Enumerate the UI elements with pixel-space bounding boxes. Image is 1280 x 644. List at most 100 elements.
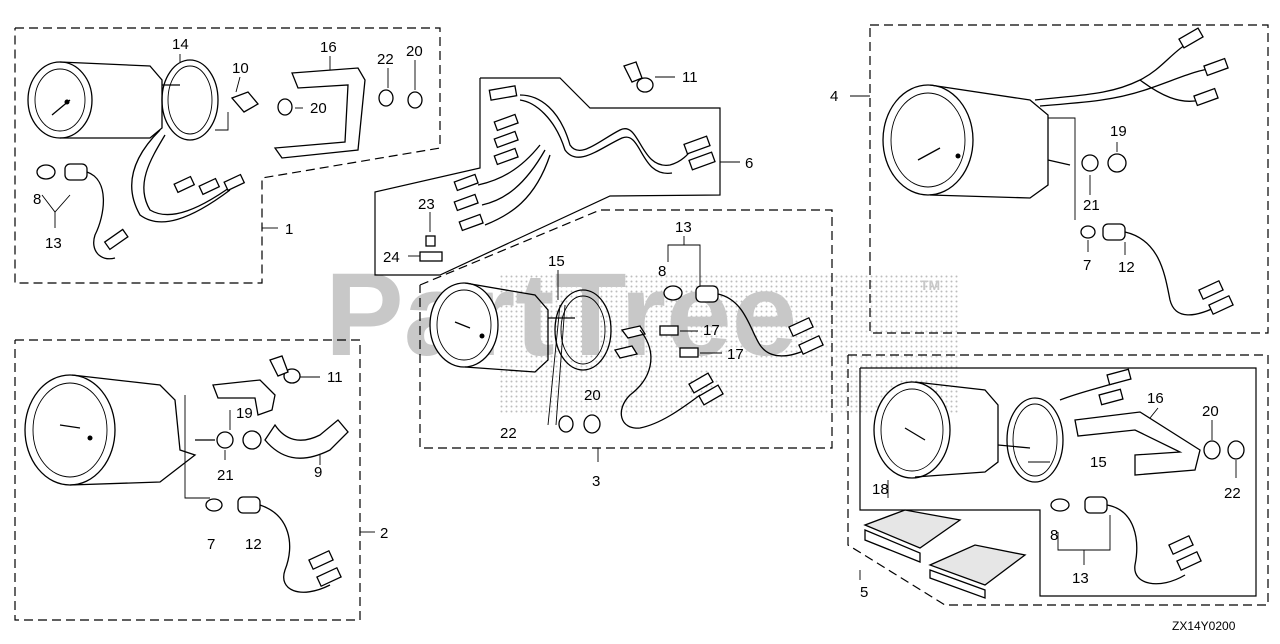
group-1-meter-assembly: 14 10 20 16 22 20 8 13 1 (14, 27, 441, 284)
group-4-meter-assembly: 4 19 21 7 12 (830, 24, 1269, 334)
g5-washer (1203, 440, 1221, 460)
g6-part-24 (419, 251, 443, 262)
g5-bulb (1050, 498, 1070, 512)
g2-nut (242, 430, 262, 450)
g3-label-3: 3 (592, 473, 600, 490)
g5-manual-1 (863, 509, 962, 549)
g4-wire (1034, 44, 1186, 101)
g3-screw-1 (659, 325, 679, 336)
g2-label-19: 19 (236, 405, 253, 422)
g3-label-15: 15 (548, 253, 565, 270)
g3-label-20: 20 (584, 387, 601, 404)
g2-tube (264, 419, 349, 459)
g1-label-20a: 20 (310, 100, 327, 117)
g4-socket (1102, 223, 1126, 241)
g5-label-5: 5 (860, 584, 868, 601)
group-6-boundary (374, 77, 721, 276)
g5-bracket (1074, 411, 1201, 476)
g5-label-18: 18 (872, 481, 889, 498)
g4-nut (1107, 153, 1127, 173)
g4-gauge-face (882, 84, 974, 196)
group-5-boundary (847, 354, 1269, 606)
group-3-meter-assembly: 13 8 15 17 17 20 22 3 (419, 209, 833, 490)
g3-washer (558, 415, 574, 433)
drawing-code: ZX14Y0200 (1172, 619, 1236, 633)
g6-label-23: 23 (418, 196, 435, 213)
group-1-boundary (14, 27, 441, 284)
g6-wire-main (519, 94, 706, 166)
g3-label-17b: 17 (727, 346, 744, 363)
g4-label-21: 21 (1083, 197, 1100, 214)
g5-nut (1227, 440, 1245, 460)
g3-screw-2 (679, 347, 699, 358)
g3-ring (554, 289, 612, 371)
g6-label-6: 6 (745, 155, 753, 172)
g1-label-8: 8 (33, 191, 41, 208)
g6-label-24: 24 (383, 249, 400, 266)
g4-label-12: 12 (1118, 259, 1135, 276)
g4-label-19: 19 (1110, 123, 1127, 140)
g3-label-13: 13 (675, 219, 692, 236)
g5-gauge-face (873, 381, 951, 479)
group-5-inner-boundary (859, 367, 1257, 597)
group-2-meter-assembly: 11 19 21 9 7 12 2 (14, 339, 388, 621)
g1-bracket (273, 67, 366, 159)
g1-nut (277, 98, 293, 116)
group-2-boundary (14, 339, 361, 621)
g1-washer (378, 89, 394, 107)
g1-bulb (36, 164, 56, 180)
g1-label-20b: 20 (406, 43, 423, 60)
g2-label-12: 12 (245, 536, 262, 553)
group-6-harness: 11 6 23 24 (374, 61, 753, 276)
g2-bulb (205, 498, 223, 512)
g1-label-13: 13 (45, 235, 62, 252)
group-3-boundary (419, 209, 833, 449)
g5-label-20: 22 (1224, 485, 1241, 502)
group-5-meter-kit: 16 20 15 22 18 8 13 5 (847, 354, 1269, 606)
g3-label-17a: 17 (703, 322, 720, 339)
g2-hose (212, 379, 276, 416)
g2-label-21: 21 (217, 467, 234, 484)
g5-socket (1084, 496, 1108, 514)
g5-ring (1006, 397, 1064, 483)
g1-socket (64, 163, 88, 181)
g3-nut (583, 414, 601, 434)
g2-label-7: 7 (207, 536, 215, 553)
g1-label-16: 16 (320, 39, 337, 56)
g2-label-11: 11 (327, 369, 343, 386)
g3-label-22: 22 (500, 425, 517, 442)
g1-ring (161, 59, 219, 141)
g4-washer (1081, 154, 1099, 172)
g4-label-7: 7 (1083, 257, 1091, 274)
g3-bulb (663, 285, 683, 301)
g5-label-22: 20 (1202, 403, 1219, 420)
g1-gauge-face (27, 61, 93, 139)
g2-washer (216, 431, 234, 449)
g2-label-2: 2 (380, 525, 388, 542)
g4-bulb (1080, 225, 1096, 239)
g3-label-8: 8 (658, 263, 666, 280)
g3-socket (695, 285, 719, 303)
g1-nut-2 (407, 91, 423, 109)
g1-label-10: 10 (232, 60, 249, 77)
g5-label-15: 15 (1090, 454, 1107, 471)
g6-part-23 (425, 235, 436, 247)
g1-wire (131, 129, 231, 223)
watermark-tm: TM (920, 277, 940, 293)
g5-label-13: 13 (1072, 570, 1089, 587)
g2-socket (237, 496, 261, 514)
g1-label-1: 1 (285, 221, 293, 238)
g1-label-22: 22 (377, 51, 394, 68)
g4-label-4: 4 (830, 88, 838, 105)
g5-label-16: 16 (1147, 390, 1164, 407)
g6-clip (636, 77, 654, 93)
group-4-boundary (869, 24, 1269, 334)
g5-manual-2 (928, 544, 1027, 586)
g1-label-14: 14 (172, 36, 189, 53)
g6-label-11: 11 (682, 69, 698, 86)
g5-label-8: 8 (1050, 527, 1058, 544)
g1-clamp (230, 91, 259, 113)
g3-wire (717, 293, 811, 357)
g2-gauge-face (24, 374, 116, 486)
